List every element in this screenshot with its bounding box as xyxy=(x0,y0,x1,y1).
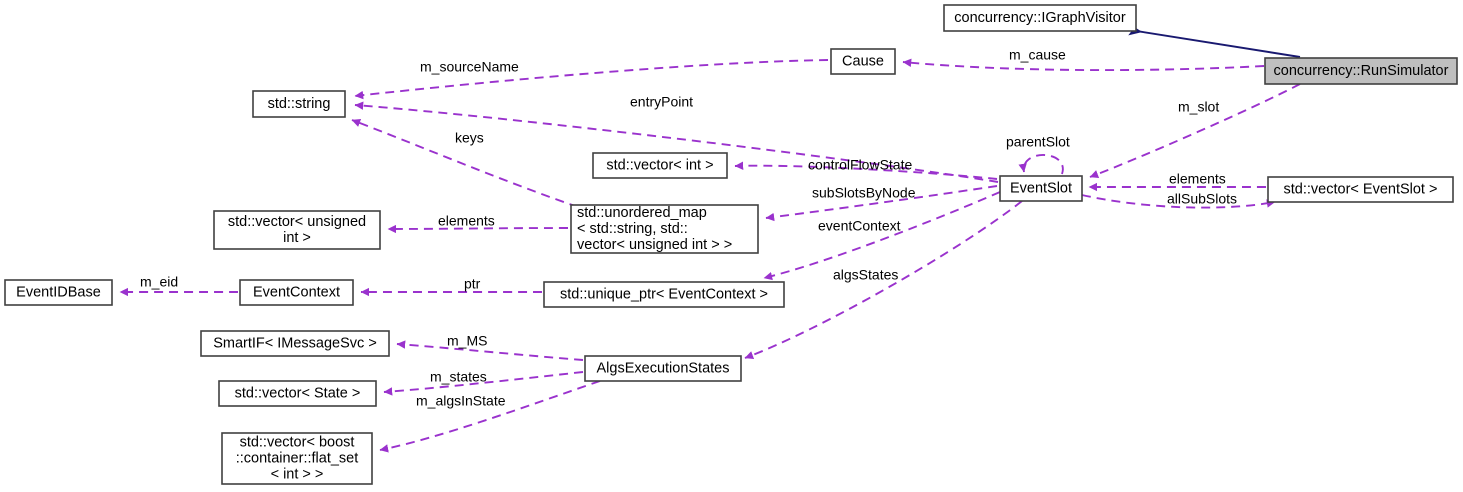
node-label-vectorflatset: std::vector< boost xyxy=(240,434,355,450)
edge-layer xyxy=(119,30,1301,453)
node-box-vectorflatset xyxy=(221,432,373,485)
node-vectorflatset[interactable]: std::vector< boost::container::flat_set<… xyxy=(221,432,373,485)
edge-label-elements_slots: elements xyxy=(1169,171,1226,187)
edge-label-m_algsInState: m_algsInState xyxy=(416,393,506,409)
node-label-vectoruint: int > xyxy=(283,230,311,246)
node-eventcontext[interactable]: EventContext xyxy=(239,279,354,306)
node-label-stdstring: std::string xyxy=(268,96,331,112)
node-label-vectoreventslot: std::vector< EventSlot > xyxy=(1284,181,1438,197)
edge-label-parentSlot: parentSlot xyxy=(1006,134,1070,150)
edge-label-m_eid: m_eid xyxy=(140,274,178,290)
edge-label-eventContext: eventContext xyxy=(818,218,901,234)
node-label-uniqueptr: std::unique_ptr< EventContext > xyxy=(560,286,768,302)
node-label-vectorflatset: ::container::flat_set xyxy=(236,450,359,466)
edge-string-m_sourceName xyxy=(354,59,829,100)
node-label-smartif: SmartIF< IMessageSvc > xyxy=(213,335,377,351)
node-box-vectoreventslot xyxy=(1267,176,1454,203)
node-label-vectorstate: std::vector< State > xyxy=(235,385,361,401)
edge-eventslot-m_slot xyxy=(1089,83,1301,179)
edge-label-elements_map: elements xyxy=(438,213,495,229)
node-label-unorderedmap: std::unordered_map xyxy=(577,205,707,221)
edge-runsimulator-igraphvisitor xyxy=(1130,30,1301,58)
node-runsimulator[interactable]: concurrency::RunSimulator xyxy=(1264,57,1458,85)
node-stdstring[interactable]: std::string xyxy=(252,90,346,118)
edge-vectoreventslot-allSubSlots xyxy=(1081,194,1276,209)
node-label-cause: Cause xyxy=(842,53,884,69)
edge-label-ptr: ptr xyxy=(464,276,481,292)
edge-flatset-m_algsInState xyxy=(379,380,601,453)
edge-label-subSlotsByNode: subSlotsByNode xyxy=(812,185,916,201)
node-box-vectorint xyxy=(592,152,728,179)
node-label-eventslot: EventSlot xyxy=(1010,180,1072,196)
edge-label-allSubSlots: allSubSlots xyxy=(1167,191,1237,207)
node-box-eventidbase xyxy=(4,279,113,306)
node-label-algsexecstates: AlgsExecutionStates xyxy=(597,360,730,376)
node-box-eventslot xyxy=(999,175,1083,202)
edge-label-m_cause: m_cause xyxy=(1009,47,1066,63)
node-layer: concurrency::IGraphVisitorconcurrency::R… xyxy=(4,4,1458,485)
node-uniqueptr[interactable]: std::unique_ptr< EventContext > xyxy=(543,281,785,308)
node-eventslot[interactable]: EventSlot xyxy=(999,175,1083,202)
node-igraphvisitor[interactable]: concurrency::IGraphVisitor xyxy=(943,4,1137,32)
node-label-unorderedmap: vector< unsigned int > > xyxy=(577,237,732,253)
edge-smartif-m_MS xyxy=(396,340,584,361)
node-box-smartif xyxy=(200,330,390,357)
node-smartif[interactable]: SmartIF< IMessageSvc > xyxy=(200,330,390,357)
node-algsexecstates[interactable]: AlgsExecutionStates xyxy=(584,355,742,382)
node-box-uniqueptr xyxy=(543,281,785,308)
node-box-eventcontext xyxy=(239,279,354,306)
node-box-algsexecstates xyxy=(584,355,742,382)
edge-label-controlFlowState: controlFlowState xyxy=(808,157,912,173)
edge-algs-algsStates xyxy=(744,200,1023,360)
node-label-vectorint: std::vector< int > xyxy=(606,157,713,173)
node-box-unorderedmap xyxy=(570,204,759,254)
node-vectorint[interactable]: std::vector< int > xyxy=(592,152,728,179)
edge-label-m_MS: m_MS xyxy=(447,333,487,349)
node-box-cause xyxy=(830,48,896,75)
node-eventidbase[interactable]: EventIDBase xyxy=(4,279,113,306)
edge-uniqueptr-eventContext xyxy=(763,191,1001,281)
node-unorderedmap[interactable]: std::unordered_map< std::string, std::ve… xyxy=(570,204,759,254)
node-label-vectoruint: std::vector< unsigned xyxy=(228,214,366,230)
edge-label-m_states: m_states xyxy=(430,369,487,385)
edge-cause-m_cause xyxy=(902,58,1265,72)
edge-label-entryPoint: entryPoint xyxy=(630,94,693,110)
node-box-runsimulator xyxy=(1264,57,1458,85)
edge-string-keys xyxy=(351,119,579,208)
node-vectoreventslot[interactable]: std::vector< EventSlot > xyxy=(1267,176,1454,203)
edge-eventslot-parentSlot xyxy=(1018,154,1064,175)
node-label-igraphvisitor: concurrency::IGraphVisitor xyxy=(954,10,1126,26)
edge-string-entryPoint xyxy=(354,101,999,183)
edge-vectoruint-elements xyxy=(387,224,569,234)
edge-label-m_sourceName: m_sourceName xyxy=(420,59,519,75)
node-label-unorderedmap: < std::string, std:: xyxy=(577,221,688,237)
node-cause[interactable]: Cause xyxy=(830,48,896,75)
edge-label-m_slot: m_slot xyxy=(1178,99,1219,115)
node-label-eventcontext: EventContext xyxy=(253,284,340,300)
node-label-runsimulator: concurrency::RunSimulator xyxy=(1274,63,1449,79)
edge-label-keys: keys xyxy=(455,130,484,146)
node-label-eventidbase: EventIDBase xyxy=(16,284,101,300)
node-box-igraphvisitor xyxy=(943,4,1137,32)
node-vectorstate[interactable]: std::vector< State > xyxy=(218,380,377,407)
edge-vectorstate-m_states xyxy=(383,371,584,396)
node-box-stdstring xyxy=(252,90,346,118)
node-box-vectoruint xyxy=(213,210,381,250)
node-box-vectorstate xyxy=(218,380,377,407)
node-label-vectorflatset: < int > > xyxy=(271,466,324,482)
edge-label-algsStates: algsStates xyxy=(833,267,898,283)
